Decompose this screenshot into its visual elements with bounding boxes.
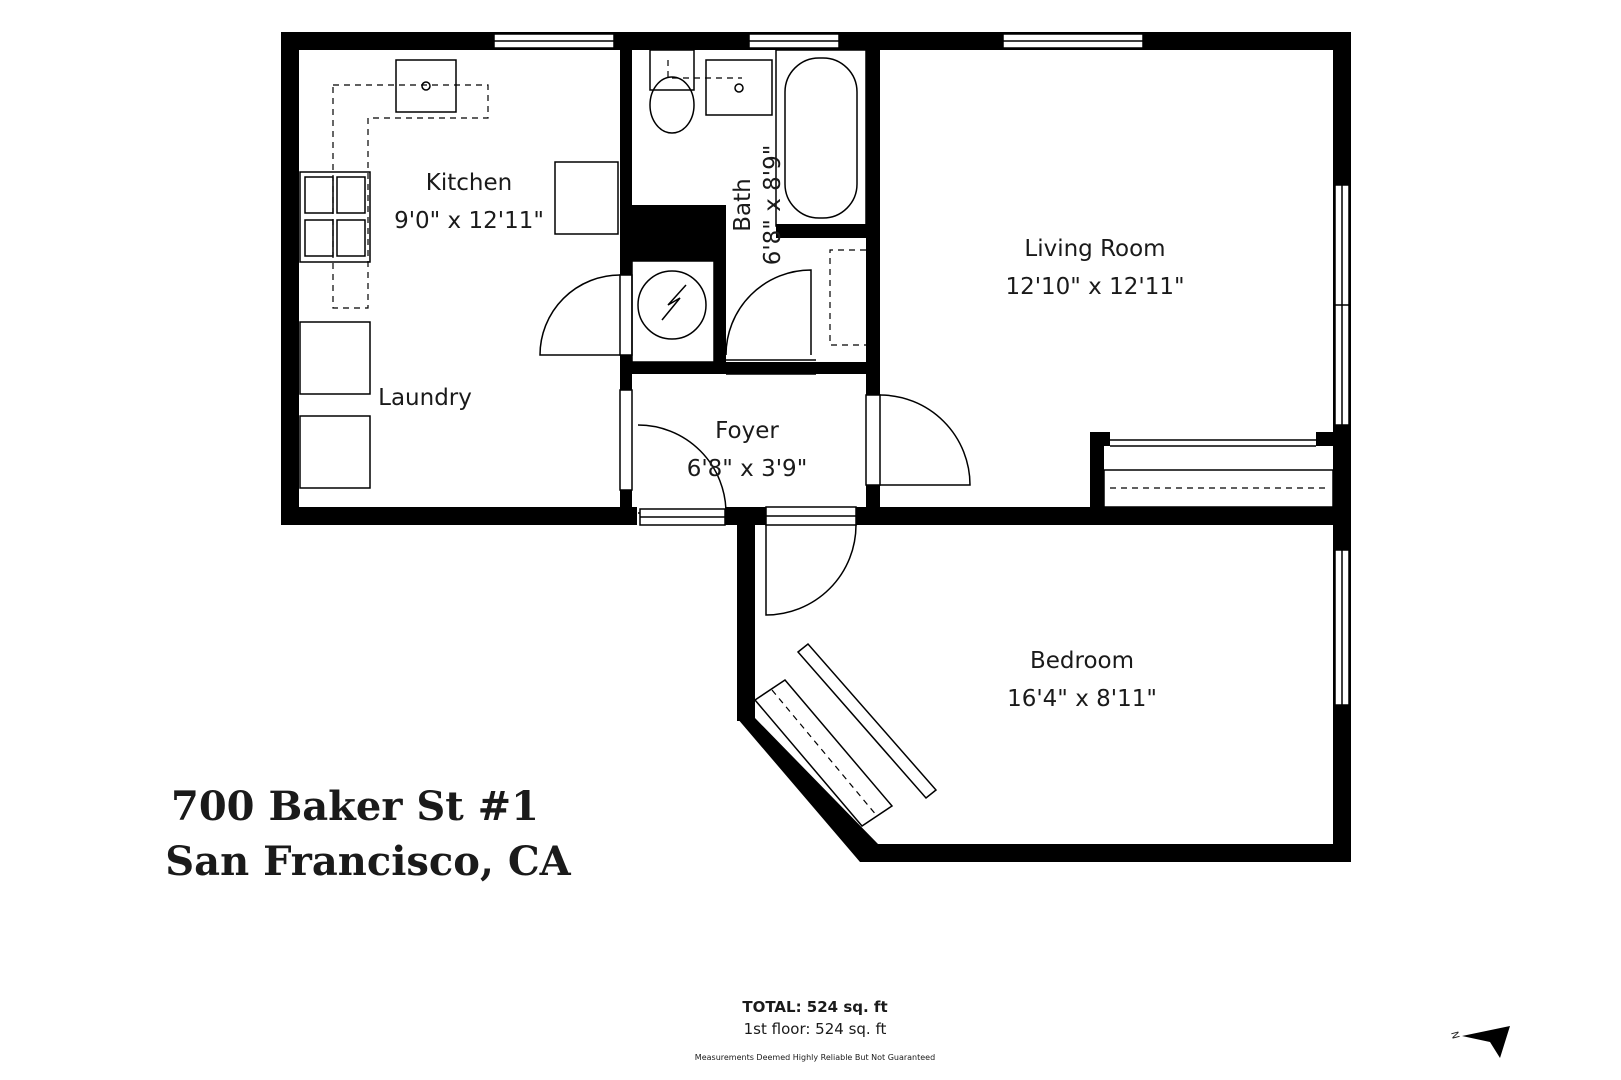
kitchen-label: Kitchen xyxy=(426,170,512,196)
bedroom-label: Bedroom xyxy=(1030,648,1134,674)
kitchen-dims: 9'0" x 12'11" xyxy=(394,208,544,234)
laundry-label: Laundry xyxy=(378,385,472,411)
bedroom-dims: 16'4" x 8'11" xyxy=(1007,686,1157,712)
north-arrow-icon: N xyxy=(1448,1026,1510,1058)
bath-dims: 6'8" x 8'9" xyxy=(760,145,786,266)
floor-area: 1st floor: 524 sq. ft xyxy=(744,1020,887,1038)
walls xyxy=(281,32,1351,862)
bath-label: Bath xyxy=(730,178,756,231)
total-area: TOTAL: 524 sq. ft xyxy=(742,998,887,1016)
foyer-dims: 6'8" x 3'9" xyxy=(687,456,808,482)
room-labels: Kitchen 9'0" x 12'11" Laundry Bath 6'8" … xyxy=(378,145,1184,712)
windows xyxy=(493,33,1350,800)
doors xyxy=(539,269,971,616)
north-label: N xyxy=(1448,1030,1461,1040)
fixtures xyxy=(299,49,1334,827)
disclaimer: Measurements Deemed Highly Reliable But … xyxy=(695,1053,935,1062)
address-line-2: San Francisco, CA xyxy=(165,838,571,885)
foyer-label: Foyer xyxy=(715,418,779,444)
living-room-dims: 12'10" x 12'11" xyxy=(1005,274,1184,300)
address-line-1: 700 Baker St #1 xyxy=(171,783,539,830)
living-room-label: Living Room xyxy=(1024,236,1165,262)
